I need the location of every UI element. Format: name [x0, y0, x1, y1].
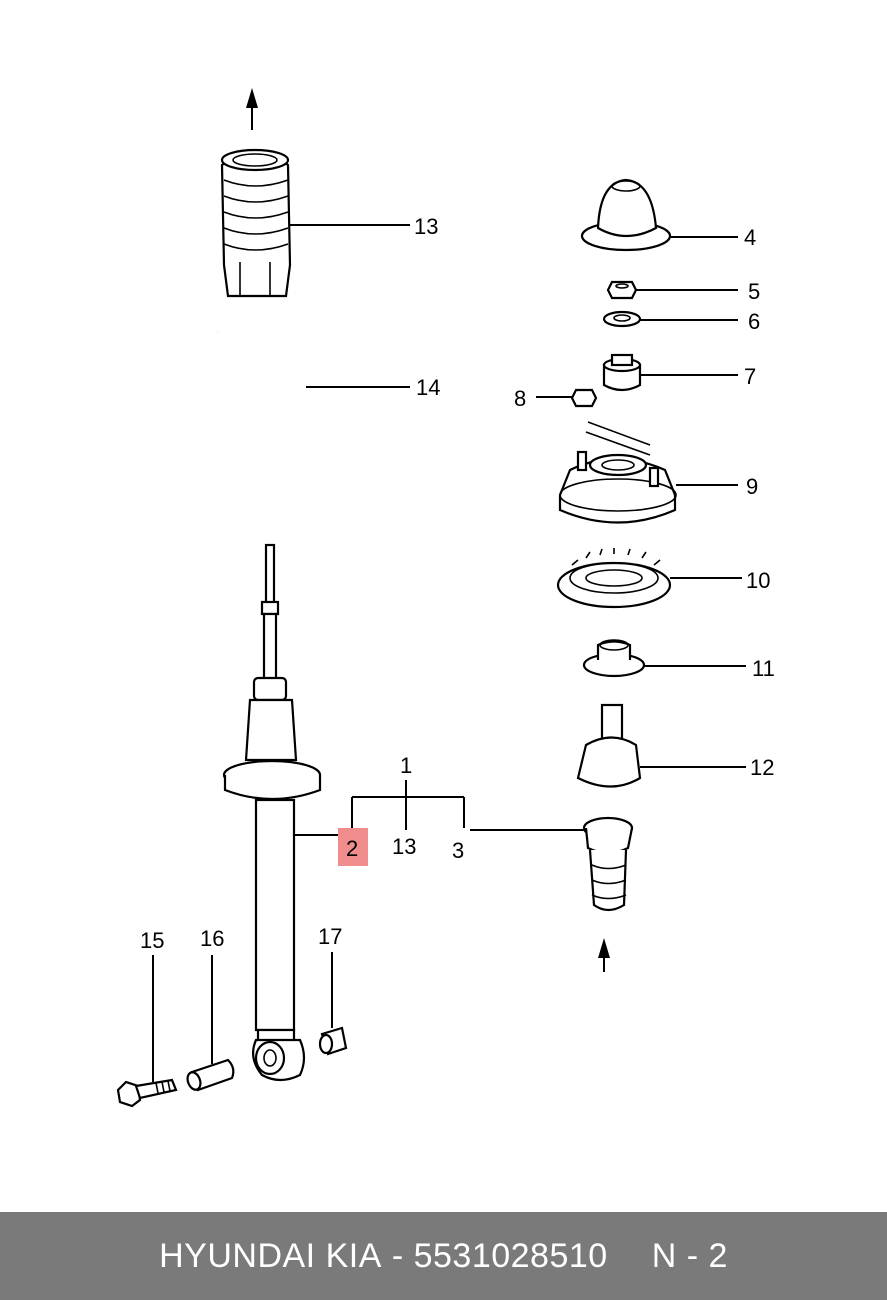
callout-10[interactable]: 10 — [746, 568, 770, 593]
nut-part[interactable] — [606, 280, 638, 300]
callout-13-bottom[interactable]: 13 — [392, 834, 416, 859]
coil-spring-part[interactable] — [216, 322, 307, 527]
strut-mount-part[interactable] — [558, 450, 677, 524]
bumper-part[interactable] — [576, 703, 642, 788]
bolt-part[interactable] — [116, 1078, 178, 1108]
top-cap-part[interactable] — [580, 178, 672, 252]
callout-13-top[interactable]: 13 — [414, 214, 438, 239]
brand-separator: - — [381, 1236, 414, 1275]
page-ref-label: N - 2 — [651, 1236, 728, 1275]
exploded-parts-diagram: 13 14 4 5 6 7 8 9 10 11 12 1 2 13 3 15 1… — [116, 88, 775, 1108]
callout-2-highlight — [338, 828, 368, 866]
callout-16[interactable]: 16 — [200, 926, 224, 951]
brand-label: HYUNDAI KIA — [159, 1236, 382, 1275]
bump-stopper-part[interactable] — [582, 816, 634, 912]
callout-4[interactable]: 4 — [744, 225, 756, 250]
callout-3[interactable]: 3 — [452, 838, 464, 863]
mount-nut-part[interactable] — [570, 388, 598, 408]
callout-17[interactable]: 17 — [318, 924, 342, 949]
callout-6[interactable]: 6 — [748, 309, 760, 334]
bump-stop-cap-part[interactable] — [582, 639, 646, 678]
callout-5[interactable]: 5 — [748, 279, 760, 304]
small-bushing-part[interactable] — [318, 1026, 348, 1056]
callout-14[interactable]: 14 — [416, 375, 440, 400]
callout-15[interactable]: 15 — [140, 928, 164, 953]
callout-7[interactable]: 7 — [744, 364, 756, 389]
shock-absorber-part[interactable] — [222, 543, 322, 1082]
washer-part[interactable] — [602, 310, 642, 328]
part-info-footer: HYUNDAI KIA - 5531028510 N - 2 — [0, 1212, 887, 1300]
callout-11[interactable]: 11 — [752, 656, 775, 681]
spring-seat-part[interactable] — [556, 548, 672, 609]
callout-2[interactable]: 2 — [346, 836, 358, 861]
dust-boot-part[interactable] — [220, 148, 292, 298]
direction-arrow-up-top — [246, 88, 258, 130]
part-number-label: 5531028510 — [413, 1236, 608, 1275]
bushing-part[interactable] — [602, 353, 642, 392]
sleeve-part[interactable] — [185, 1058, 235, 1092]
callout-9[interactable]: 9 — [746, 474, 758, 499]
callout-1[interactable]: 1 — [400, 753, 412, 778]
callout-8[interactable]: 8 — [514, 386, 526, 411]
callout-12[interactable]: 12 — [750, 755, 774, 780]
direction-arrow-up-bottom — [598, 938, 610, 972]
